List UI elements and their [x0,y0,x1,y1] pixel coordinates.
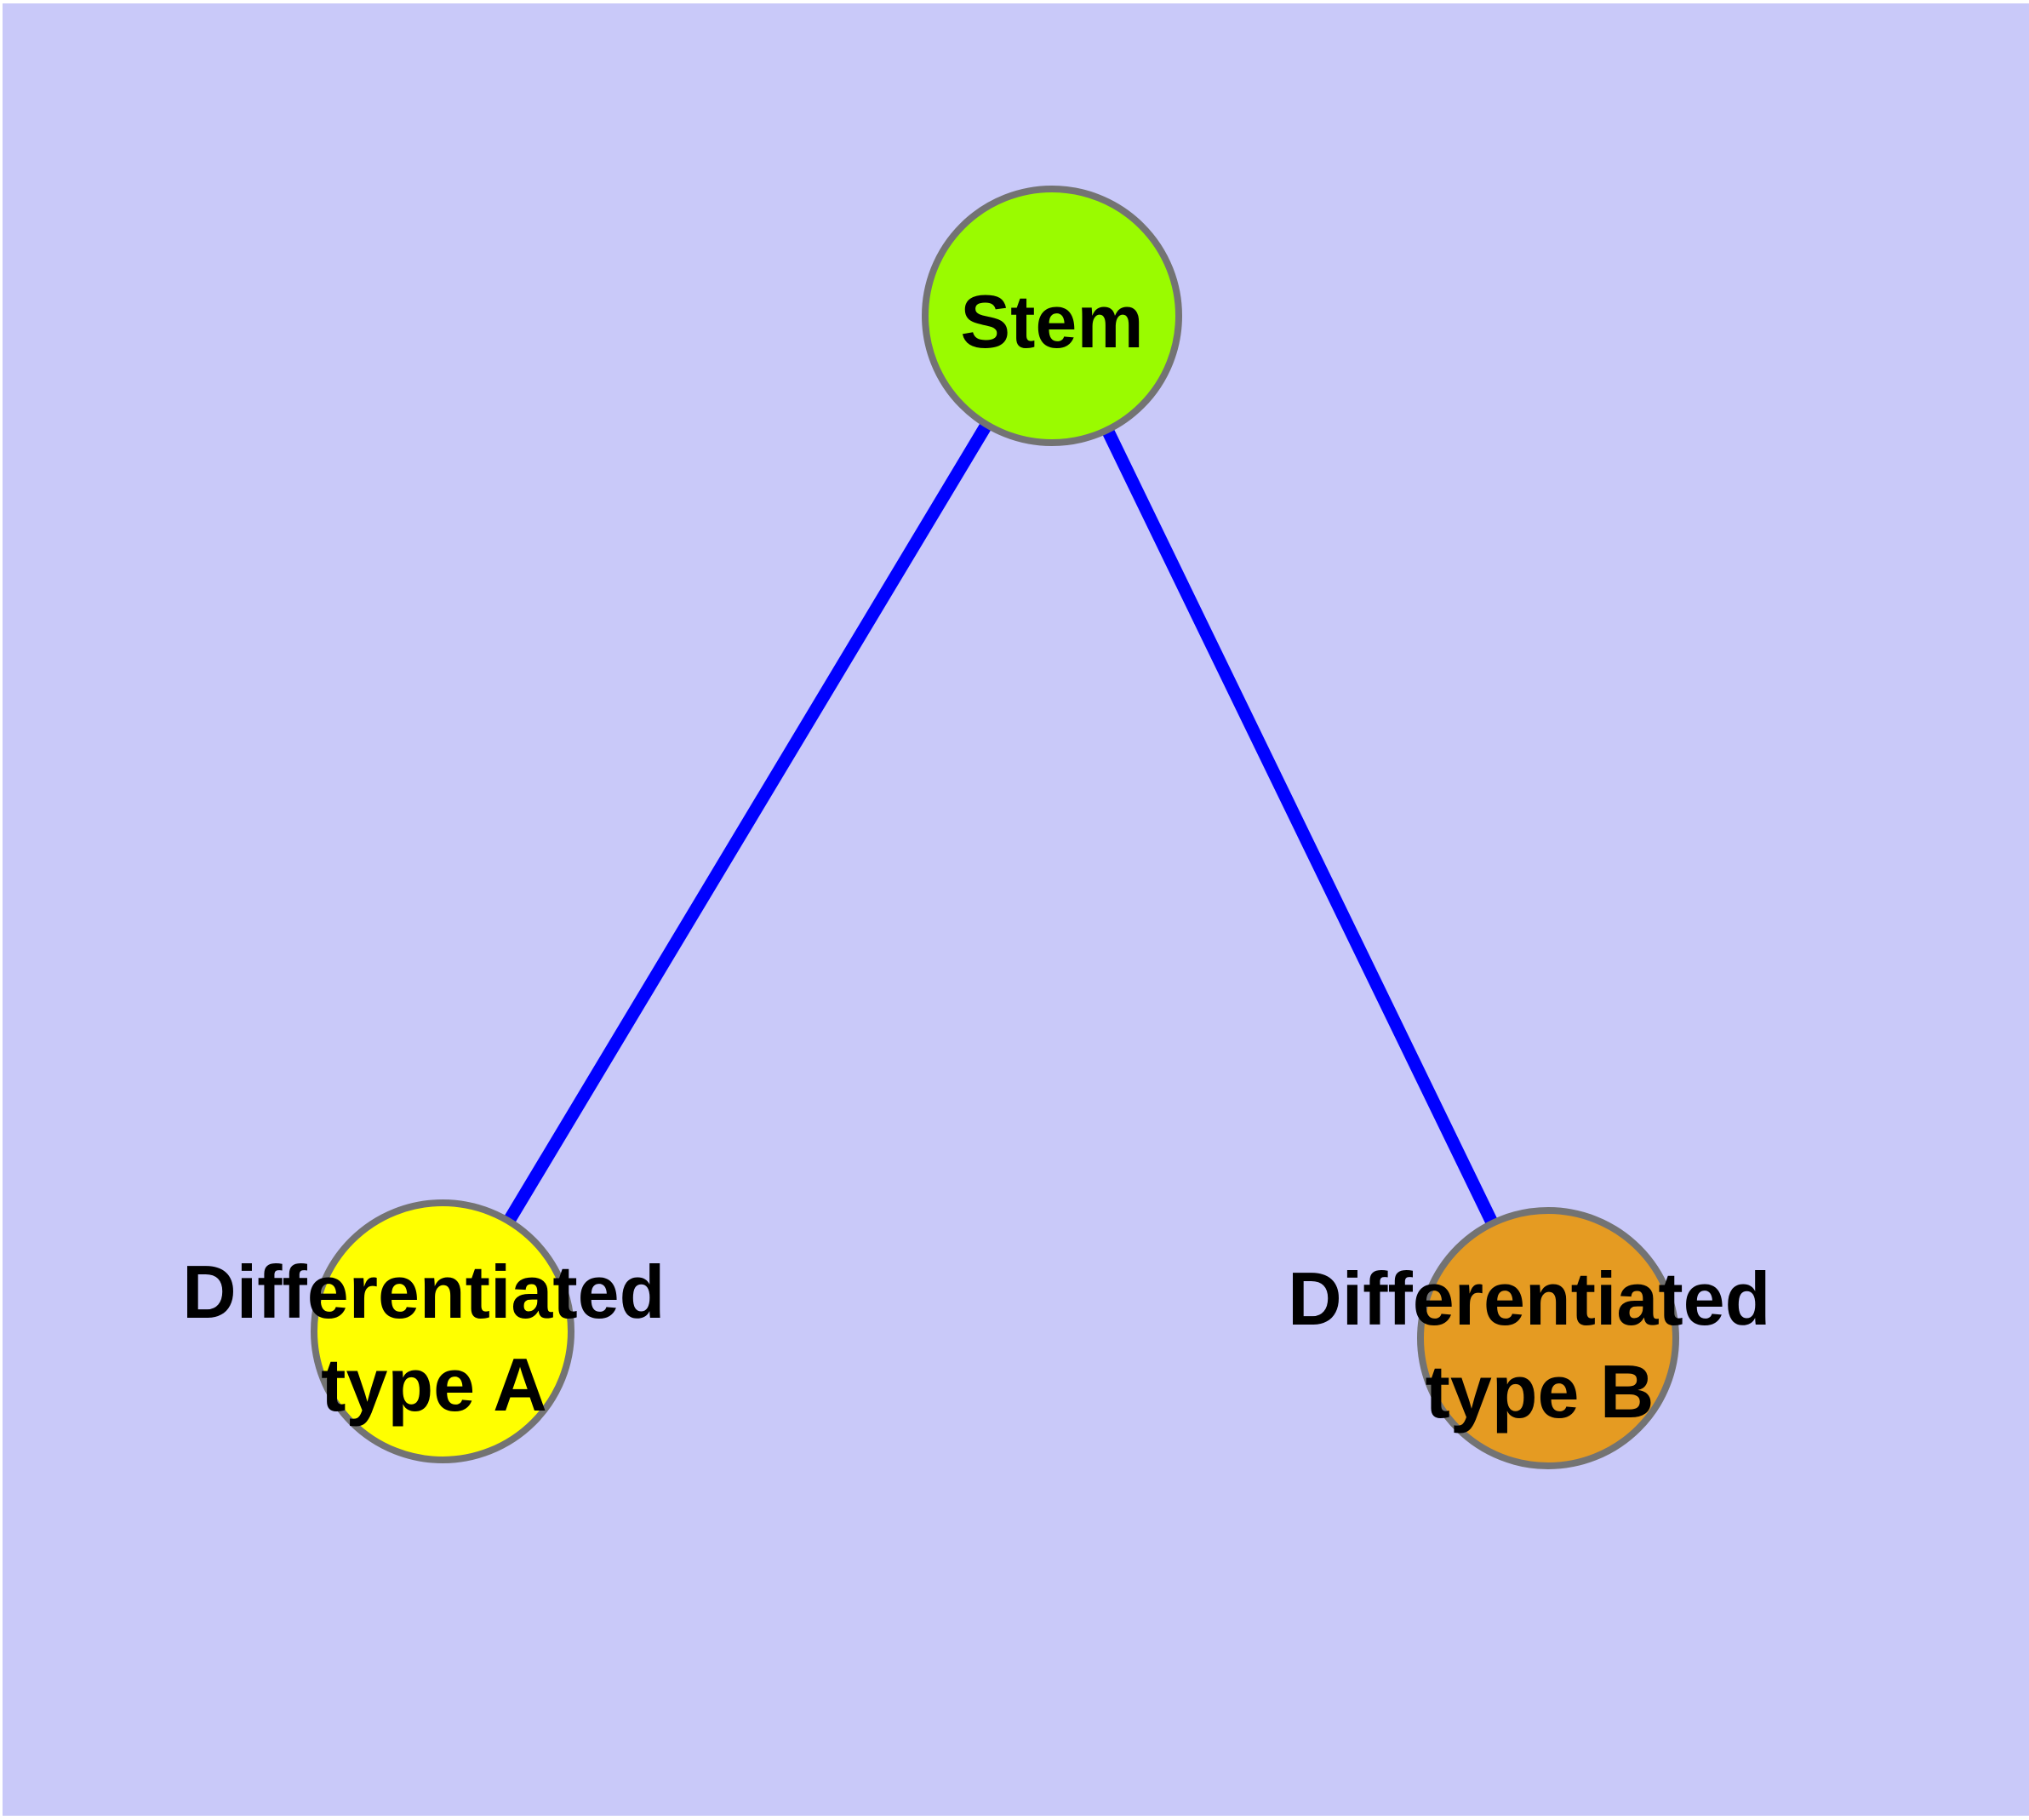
node-differentiated-type-a-label-line-1: Differentiated [182,1250,665,1334]
node-differentiated-type-b-label-line-1: Differentiated [1288,1256,1770,1341]
node-differentiated-type-b-label: Differentiated type B [1288,1256,1792,1434]
node-differentiated-type-a-label-line-2: type A [321,1342,547,1427]
edge-stem-to-type-b [1046,312,1554,1342]
node-stem-label: Stem [960,279,1143,363]
node-differentiated-type-a-label: Differentiated type A [182,1250,686,1427]
node-stem [922,186,1182,446]
node-differentiated-type-a [311,1199,574,1463]
node-stem-label-line-1: Stem [960,279,1143,363]
edge-stem-to-type-a [437,312,1058,1335]
node-differentiated-type-b-label-line-2: type B [1426,1349,1655,1434]
node-differentiated-type-b [1417,1207,1679,1469]
